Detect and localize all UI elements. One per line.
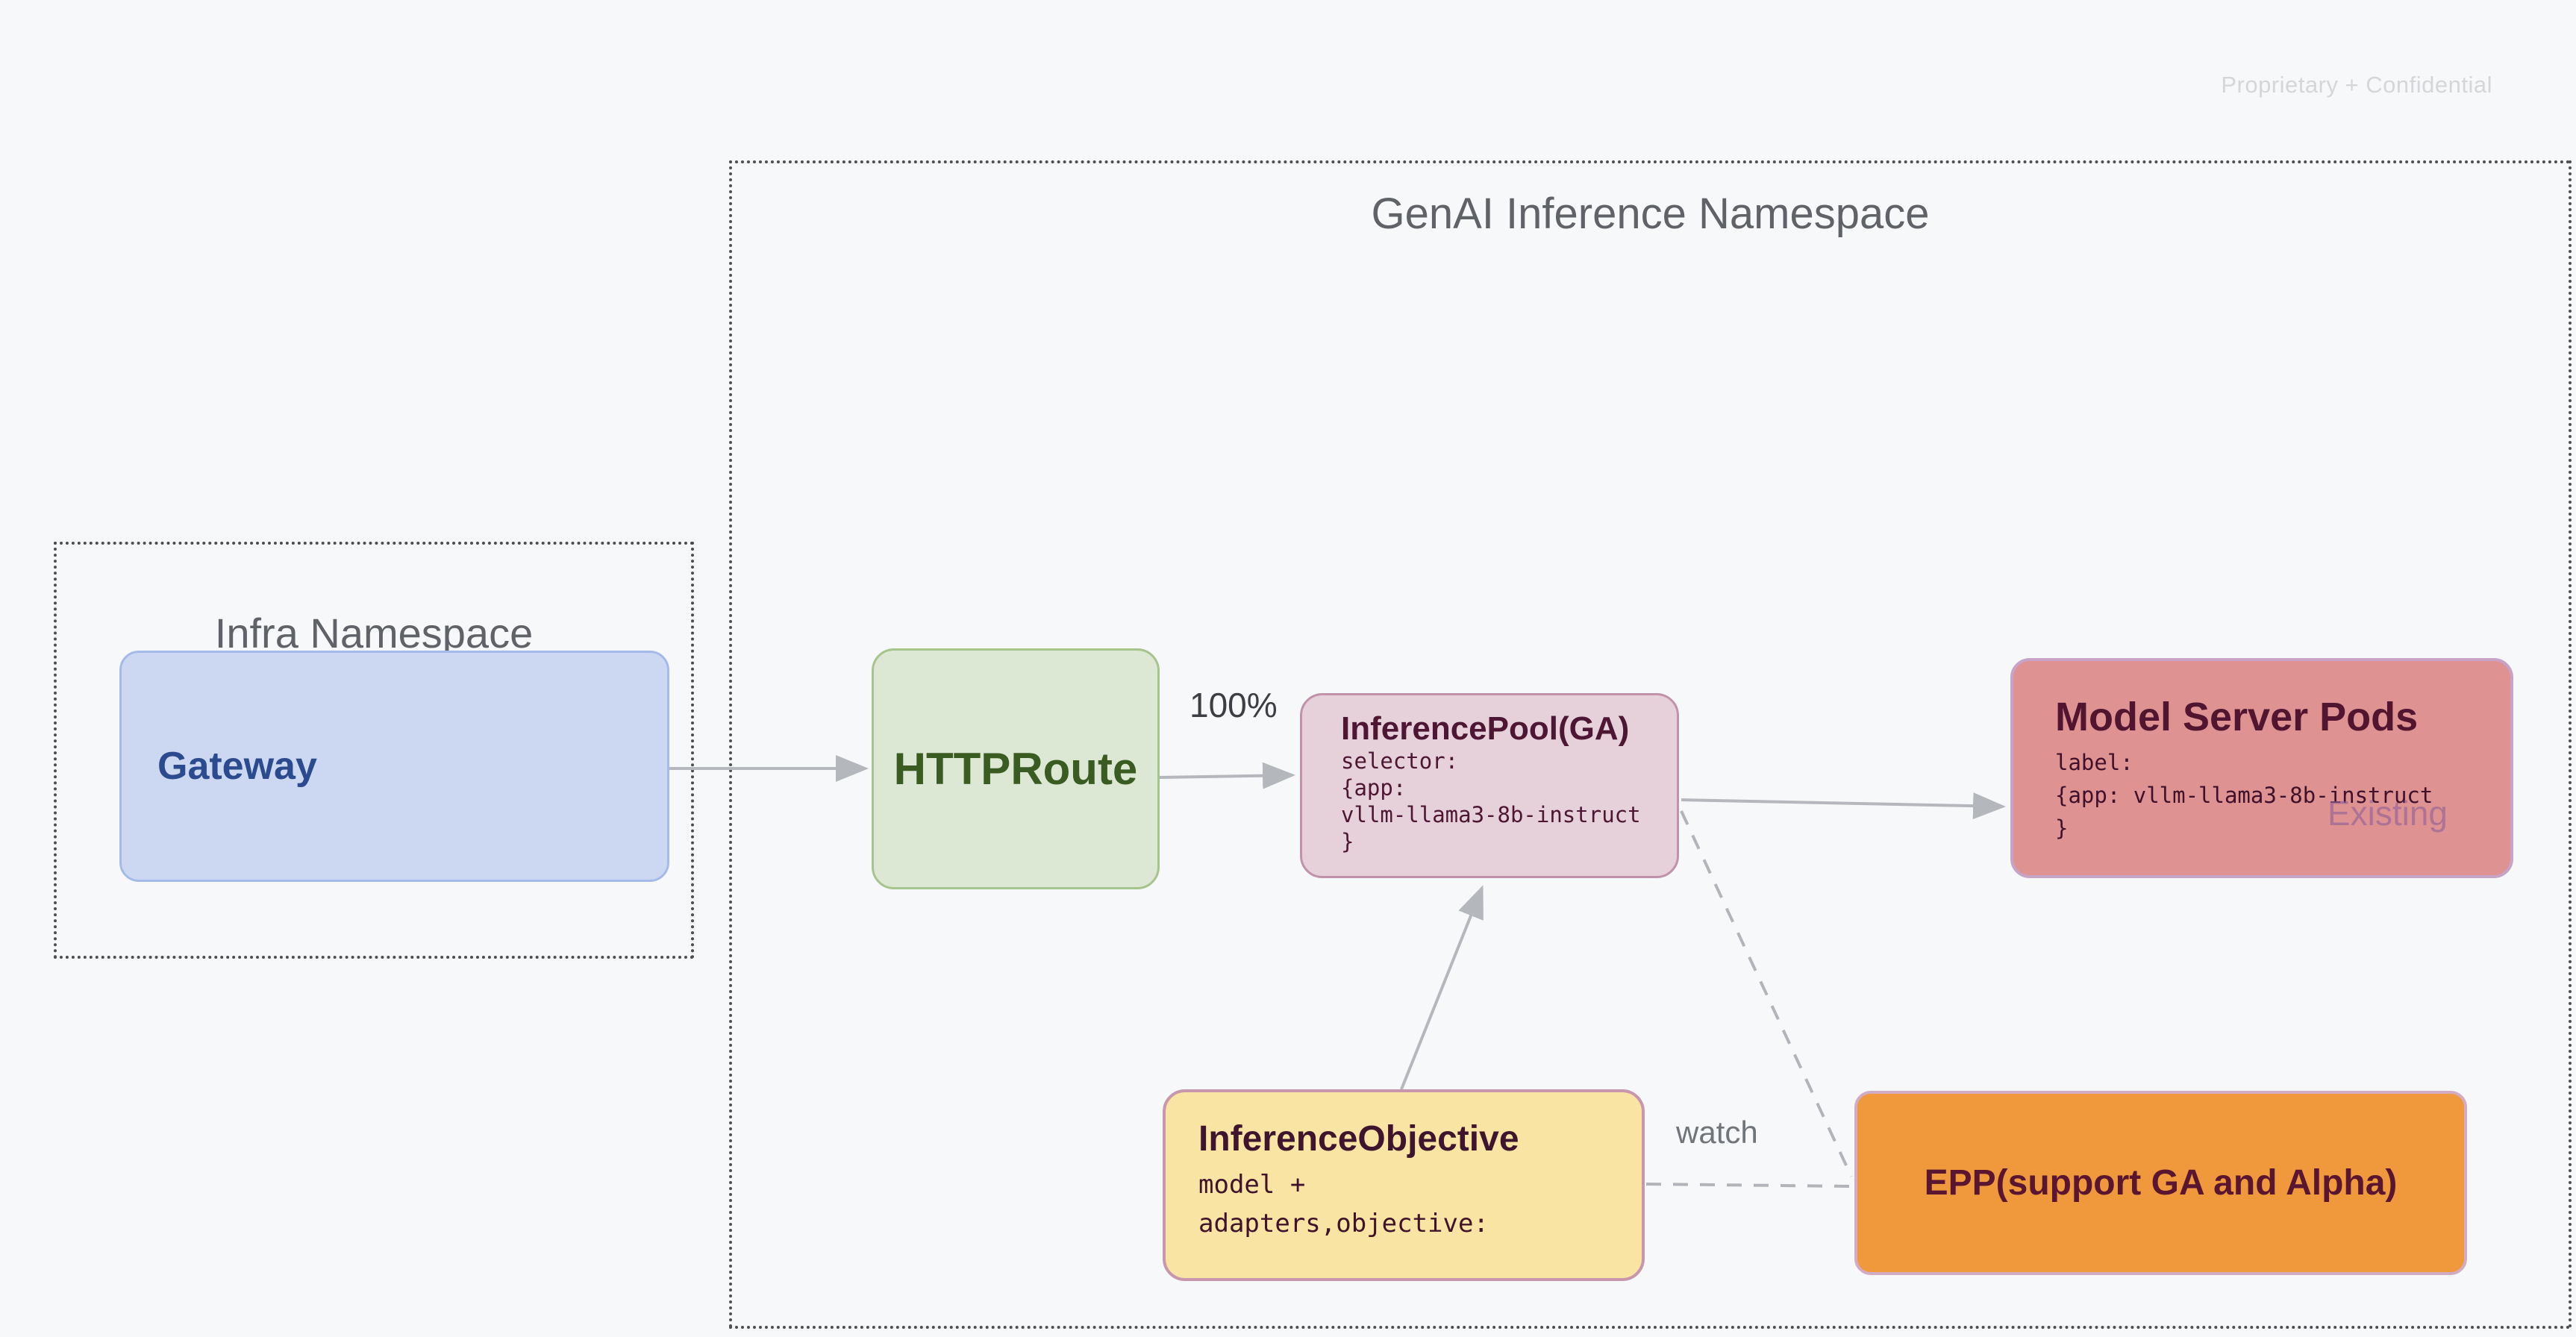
infra-namespace-title: Infra Namespace — [214, 610, 534, 657]
route-weight-label: 100% — [1189, 686, 1278, 724]
inference-objective-title: InferenceObjective — [1198, 1119, 1519, 1159]
inference-pool-selector-code: selector: {app: vllm-llama3-8b-instruct … — [1341, 748, 1641, 854]
httproute-label: HTTPRoute — [893, 744, 1138, 794]
model-server-pods-label-code: label: {app: vllm-llama3-8b-instruct } — [2055, 750, 2433, 841]
epp-label: EPP(support GA and Alpha) — [1924, 1163, 2398, 1203]
inference-objective-node: InferenceObjective model + adapters,obje… — [1163, 1089, 1645, 1281]
gateway-node: Gateway — [119, 651, 669, 882]
model-server-pods-node: Model Server Pods label: {app: vllm-llam… — [2010, 658, 2513, 878]
infra-namespace-box: Infra Namespace — [54, 542, 694, 959]
inference-pool-node: InferencePool(GA) selector: {app: vllm-l… — [1300, 693, 1679, 878]
genai-inference-namespace-box: GenAI Inference Namespace — [729, 160, 2572, 1329]
epp-node: EPP(support GA and Alpha) — [1854, 1091, 2467, 1275]
watch-edge-label: watch — [1676, 1115, 1758, 1150]
inference-objective-code: model + adapters,objective: — [1198, 1170, 1489, 1239]
gateway-label: Gateway — [157, 745, 317, 788]
existing-tag: Existing — [2327, 794, 2448, 833]
confidentiality-watermark: Proprietary + Confidential — [2221, 72, 2492, 98]
genai-inference-namespace-title: GenAI Inference Namespace — [1371, 190, 1930, 238]
httproute-node: HTTPRoute — [872, 648, 1160, 889]
model-server-pods-title: Model Server Pods — [2055, 695, 2419, 739]
inference-pool-title: InferencePool(GA) — [1341, 710, 1630, 747]
